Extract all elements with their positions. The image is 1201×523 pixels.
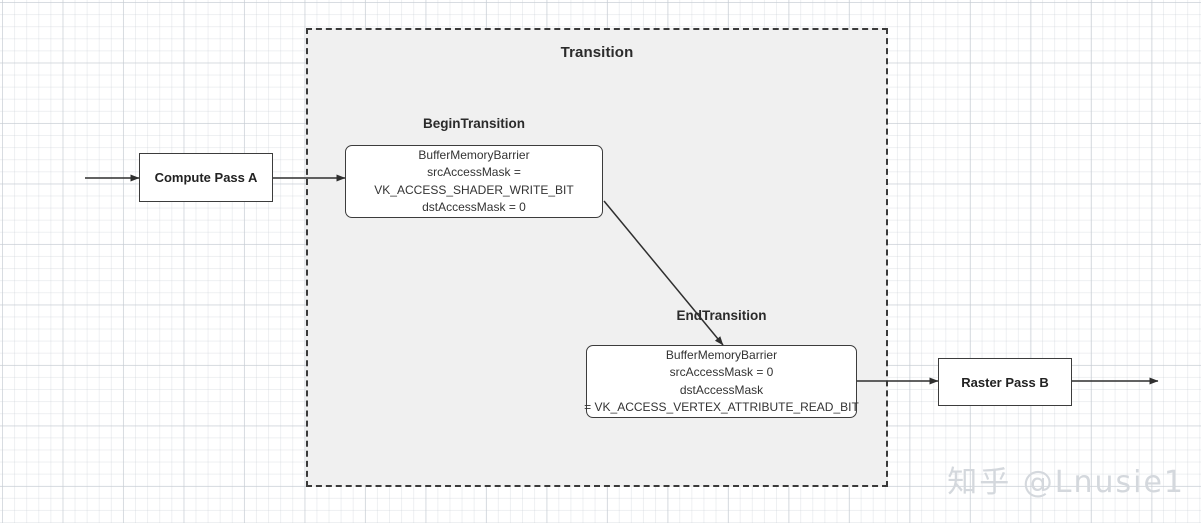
node-compute-pass-a-label: Compute Pass A (154, 170, 258, 185)
node-end-barrier-text: BufferMemoryBarrier srcAccessMask = 0 ds… (584, 347, 859, 417)
node-end-barrier[interactable]: BufferMemoryBarrier srcAccessMask = 0 ds… (584, 345, 859, 418)
transition-region (306, 28, 888, 487)
end-barrier-line-4: = VK_ACCESS_VERTEX_ATTRIBUTE_READ_BIT (584, 400, 859, 414)
watermark: 知乎 @Lnusie1 (947, 465, 1185, 500)
begin-barrier-line-3: VK_ACCESS_SHADER_WRITE_BIT (374, 182, 574, 197)
node-compute-pass-a[interactable]: Compute Pass A (139, 153, 273, 202)
end-barrier-line-2: srcAccessMask = 0 (669, 365, 774, 379)
node-raster-pass-b-label: Raster Pass B (961, 374, 1049, 390)
begin-transition-caption: BeginTransition (422, 116, 525, 131)
node-raster-pass-b[interactable]: Raster Pass B (938, 358, 1072, 406)
begin-barrier-line-2: srcAccessMask = (427, 165, 521, 179)
end-barrier-line-1: BufferMemoryBarrier (665, 347, 778, 362)
begin-barrier-line-1: BufferMemoryBarrier (418, 147, 530, 162)
node-begin-barrier[interactable]: BufferMemoryBarrier srcAccessMask = VK_A… (345, 145, 603, 218)
end-transition-caption: EndTransition (676, 308, 767, 323)
node-begin-barrier-text: BufferMemoryBarrier srcAccessMask = VK_A… (374, 147, 573, 217)
transition-region-title: Transition (560, 44, 634, 61)
end-barrier-line-3: dstAccessMask (679, 382, 764, 397)
begin-barrier-line-4: dstAccessMask = 0 (422, 200, 526, 214)
